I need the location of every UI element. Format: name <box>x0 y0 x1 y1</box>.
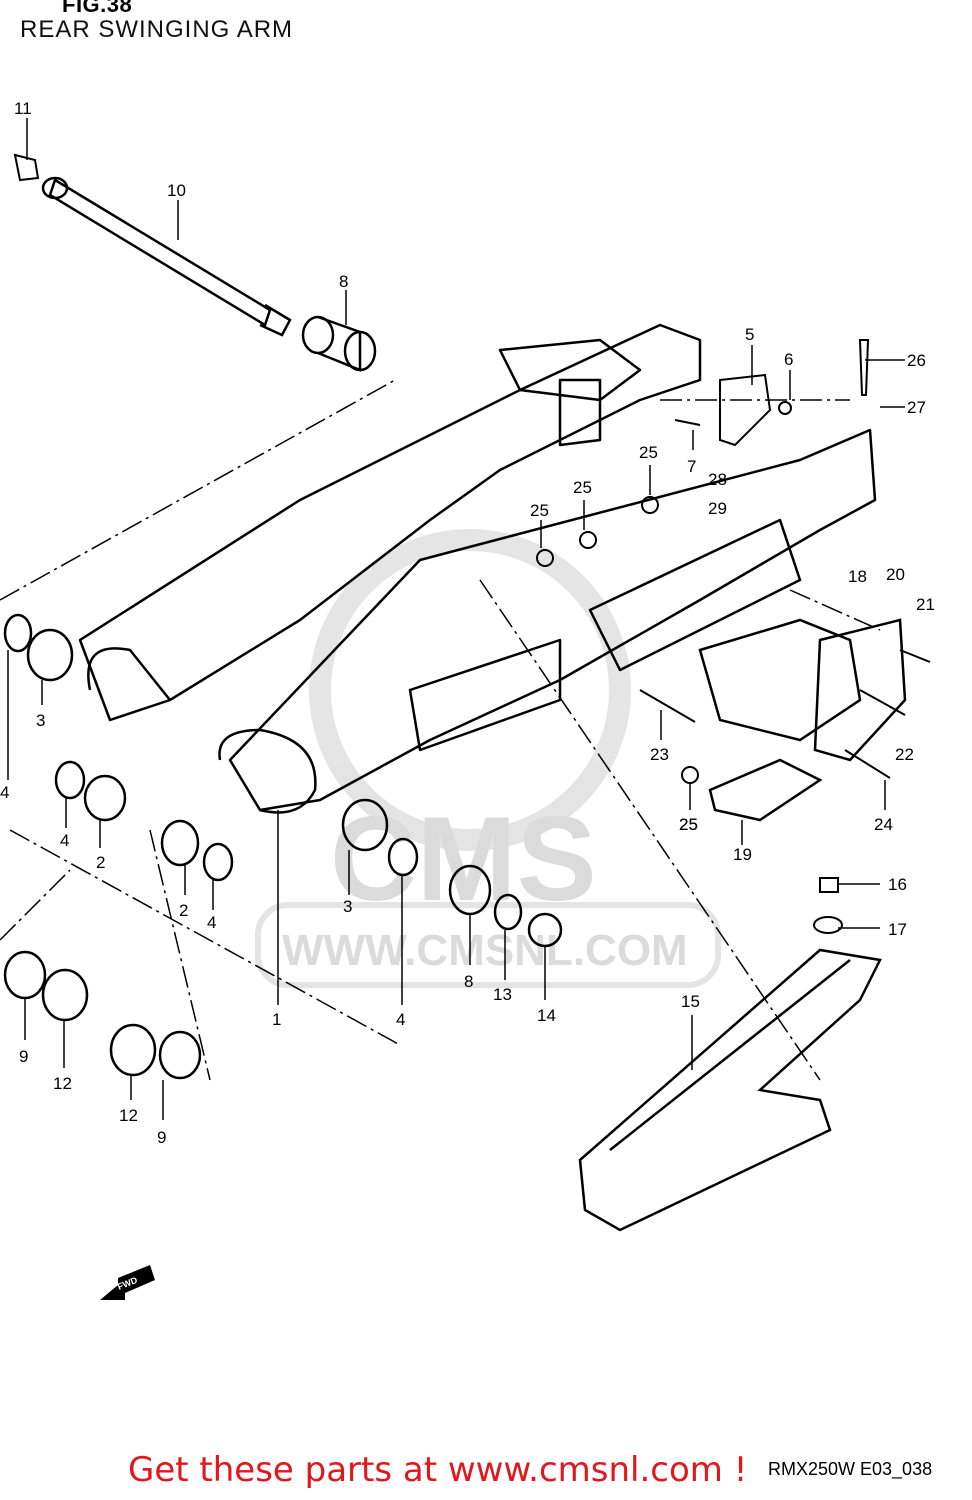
assembly-lines <box>0 379 881 1081</box>
watermark-url: WWW.CMSNL.COM <box>282 926 688 975</box>
callout-label: 27 <box>907 398 926 417</box>
callout-label: 25 <box>679 815 698 834</box>
callout-label: 2 <box>96 853 105 872</box>
callout-label: 11 <box>14 99 32 118</box>
callout-label: 25 <box>530 501 549 520</box>
chain-slider-15 <box>578 948 882 1232</box>
callout-label: 29 <box>708 499 727 518</box>
promo-link[interactable]: Get these parts at www.cmsnl.com ! <box>128 1450 748 1490</box>
callout-label: 23 <box>650 745 669 764</box>
callout-label: 19 <box>733 845 752 864</box>
callout-label: 28 <box>708 470 727 489</box>
callout-label: 16 <box>888 875 907 894</box>
callout-label: 9 <box>157 1128 166 1147</box>
callout-label: 4 <box>0 783 9 802</box>
fasteners-right <box>536 339 931 934</box>
callout-label: 3 <box>343 897 352 916</box>
bracket-19-20 <box>698 618 907 822</box>
callout-label: 13 <box>493 985 512 1004</box>
swingarm-body <box>78 323 877 814</box>
callout-label: 25 <box>639 443 658 462</box>
callout-label: 4 <box>396 1010 405 1029</box>
callout-label: 8 <box>339 272 348 291</box>
pivot-nut-11 <box>13 153 40 182</box>
callout-label: 17 <box>888 920 907 939</box>
callout-label: 12 <box>53 1074 72 1093</box>
leader-lines <box>7 118 905 1120</box>
callout-label: 9 <box>19 1047 28 1066</box>
callout-label: 22 <box>895 745 914 764</box>
callout-label: 7 <box>687 457 696 476</box>
callout-label: 18 <box>848 567 867 586</box>
bearings-left <box>3 613 563 1080</box>
callout-label: 15 <box>681 992 700 1011</box>
callout-label: 6 <box>784 350 793 369</box>
callout-label: 3 <box>36 711 45 730</box>
fwd-arrow-icon: FWD <box>100 1265 155 1300</box>
figure-title: REAR SWINGING ARM <box>20 16 294 43</box>
callout-label: 5 <box>745 325 754 344</box>
callout-label: 21 <box>916 595 935 614</box>
callout-label: 25 <box>679 815 698 834</box>
watermark-url-frame <box>255 902 721 988</box>
callout-label: 20 <box>886 565 905 584</box>
callout-label: 25 <box>573 478 592 497</box>
callout-label: 14 <box>537 1006 556 1025</box>
callout-label: 24 <box>874 815 893 834</box>
watermark: CMS WWW.CMSNL.COM <box>255 529 721 988</box>
callout-label: 4 <box>207 913 216 932</box>
callout-label: 12 <box>119 1106 138 1125</box>
figure-code: RMX250W E03_038 <box>768 1459 933 1479</box>
callout-label: 10 <box>167 181 186 200</box>
callout-label: 1 <box>272 1010 281 1029</box>
figure-id: FIG.38 <box>62 0 133 17</box>
callout-label: 2 <box>179 901 188 920</box>
collar-8-top <box>301 315 377 372</box>
callout-label: 4 <box>60 831 69 850</box>
pivot-shaft <box>41 176 292 337</box>
callout-label: 26 <box>907 351 926 370</box>
callout-label: 8 <box>464 972 473 991</box>
callout-labels: 11 10 8 5 6 26 27 7 25 25 25 28 29 25 18… <box>0 99 935 1147</box>
watermark-logo-ring <box>309 529 631 851</box>
